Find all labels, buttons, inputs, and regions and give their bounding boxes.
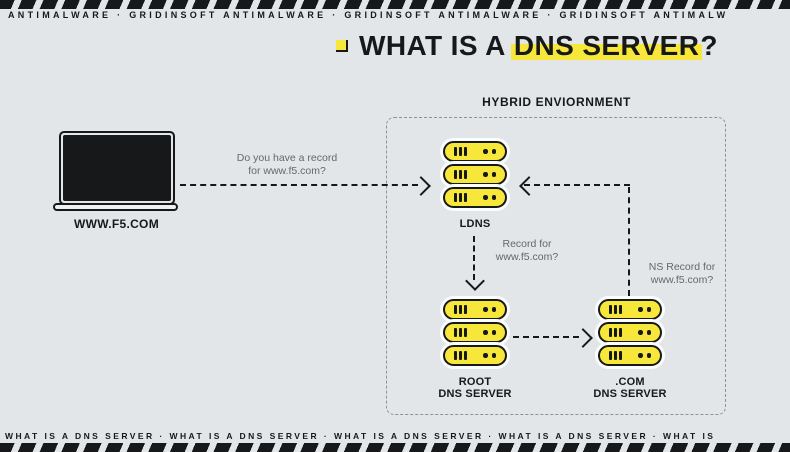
server-unit — [598, 322, 662, 343]
stack-label-ldns: LDNS — [459, 218, 491, 230]
server-dots-icon — [483, 307, 496, 312]
bottom-banner-text: WHAT IS A DNS SERVER · WHAT IS A DNS SER… — [5, 431, 716, 441]
client-label: WWW.F5.COM — [74, 217, 159, 231]
arrow-ns-record-hline — [524, 184, 630, 186]
server-dots-icon — [483, 195, 496, 200]
server-unit — [443, 187, 507, 208]
server-bars-icon — [454, 147, 467, 156]
server-dots-icon — [483, 353, 496, 358]
arrow-record-line — [473, 236, 475, 280]
message-record: Record for www.f5.com? — [495, 238, 559, 263]
hazard-stripes-top-icon — [0, 0, 790, 9]
laptop-base — [53, 203, 178, 211]
server-unit — [443, 299, 507, 320]
message-query: Do you have a record for www.f5.com? — [236, 152, 338, 177]
server-dots-icon — [483, 172, 496, 177]
server-stack-com: .COM DNS SERVER — [593, 299, 666, 399]
arrow-root-to-com-line — [513, 336, 579, 338]
server-unit — [598, 299, 662, 320]
hybrid-environment-box — [386, 117, 726, 415]
message-ns-record: NS Record for www.f5.com? — [648, 261, 716, 286]
stack-label-root: ROOT DNS SERVER — [438, 376, 512, 400]
arrow-query-line — [180, 184, 418, 186]
server-bars-icon — [609, 351, 622, 360]
server-unit — [443, 164, 507, 185]
server-bars-icon — [609, 305, 622, 314]
top-banner-text: ANTIMALWARE · GRIDINSOFT ANTIMALWARE · G… — [8, 10, 729, 20]
server-bars-icon — [454, 193, 467, 202]
server-bars-icon — [609, 328, 622, 337]
title-suffix: ? — [700, 30, 718, 61]
server-bars-icon — [454, 305, 467, 314]
server-dots-icon — [483, 330, 496, 335]
server-stack-ldns: LDNS — [443, 141, 507, 230]
hybrid-environment-label: HYBRID ENVIORNMENT — [482, 95, 631, 109]
server-bars-icon — [454, 170, 467, 179]
title-row: WHAT IS A DNS SERVER? — [336, 30, 718, 61]
server-dots-icon — [638, 307, 651, 312]
arrow-ns-record-vline — [628, 187, 630, 296]
server-dots-icon — [638, 330, 651, 335]
title-prefix: WHAT IS A — [359, 30, 513, 61]
title-highlight: DNS SERVER — [510, 30, 703, 61]
stack-label-com: .COM DNS SERVER — [593, 376, 667, 400]
server-unit — [443, 345, 507, 366]
server-unit — [598, 345, 662, 366]
server-unit — [443, 141, 507, 162]
laptop-icon — [59, 131, 175, 205]
page-title: WHAT IS A DNS SERVER? — [359, 30, 718, 61]
laptop-screen — [63, 135, 171, 201]
server-dots-icon — [483, 149, 496, 154]
server-bars-icon — [454, 351, 467, 360]
hazard-stripes-bottom-icon — [0, 443, 790, 452]
bullet-square-icon — [336, 40, 348, 52]
server-unit — [443, 322, 507, 343]
server-stack-root: ROOT DNS SERVER — [438, 299, 511, 399]
server-bars-icon — [454, 328, 467, 337]
server-dots-icon — [638, 353, 651, 358]
